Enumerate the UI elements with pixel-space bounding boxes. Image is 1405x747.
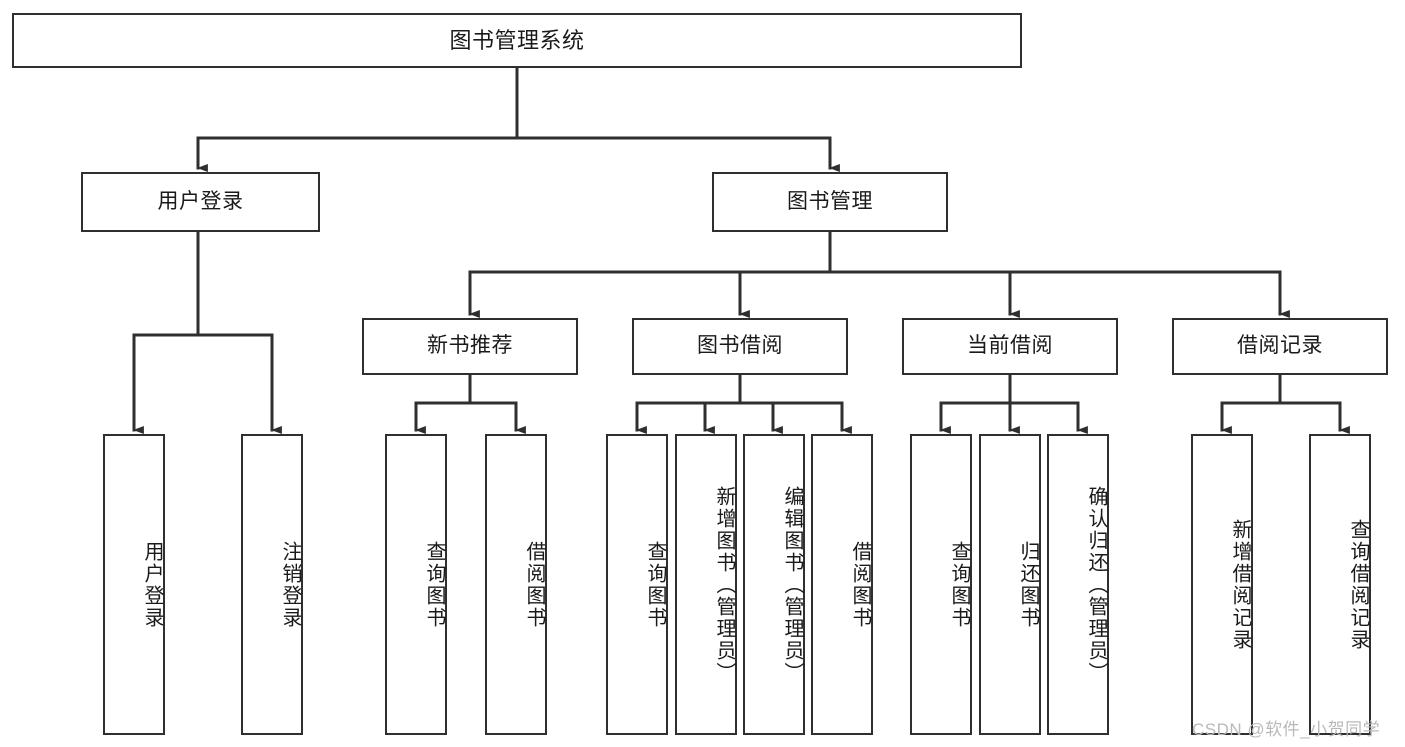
leaf-book-borrow-2[interactable]: 新增图书（管理员）	[675, 434, 737, 735]
leaf-current-borrow-3[interactable]: 确认归还（管理员）	[1047, 434, 1109, 735]
node-user-login-label: 用户登录	[157, 189, 244, 213]
node-new-book-recommend[interactable]: 新书推荐	[362, 318, 578, 375]
node-borrow-record[interactable]: 借阅记录	[1172, 318, 1388, 375]
leaf-borrow-record-1[interactable]: 新增借阅记录	[1191, 434, 1253, 735]
watermark: CSDN @软件_小贺同学	[1192, 720, 1381, 739]
node-user-login[interactable]: 用户登录	[81, 172, 320, 232]
node-current-borrow[interactable]: 当前借阅	[902, 318, 1118, 375]
node-borrow-record-label: 借阅记录	[1237, 334, 1323, 358]
node-root-label: 图书管理系统	[449, 27, 585, 53]
node-book-borrow-label: 图书借阅	[697, 334, 783, 358]
leaf-current-borrow-1[interactable]: 查询图书	[910, 434, 972, 735]
leaf-book-borrow-4[interactable]: 借阅图书	[811, 434, 873, 735]
leaf-book-borrow-2-label: 新增图书（管理员）	[713, 485, 735, 684]
leaf-book-borrow-3-label: 编辑图书（管理员）	[781, 485, 803, 684]
node-root[interactable]: 图书管理系统	[12, 13, 1022, 68]
leaf-borrow-record-2[interactable]: 查询借阅记录	[1309, 434, 1371, 735]
leaf-new-book-2-label: 借阅图书	[523, 540, 545, 629]
leaf-new-book-1[interactable]: 查询图书	[385, 434, 447, 735]
leaf-current-borrow-2-label: 归还图书	[1017, 540, 1039, 629]
leaf-current-borrow-2[interactable]: 归还图书	[979, 434, 1041, 735]
leaf-book-borrow-4-label: 借阅图书	[849, 540, 871, 629]
leaf-borrow-record-2-label: 查询借阅记录	[1347, 518, 1369, 651]
leaf-current-borrow-1-label: 查询图书	[948, 540, 970, 629]
leaf-current-borrow-3-label: 确认归还（管理员）	[1085, 485, 1107, 684]
node-book-borrow[interactable]: 图书借阅	[632, 318, 848, 375]
leaf-user-login-1[interactable]: 用户登录	[103, 434, 165, 735]
node-book-manage-label: 图书管理	[787, 189, 873, 213]
leaf-new-book-2[interactable]: 借阅图书	[485, 434, 547, 735]
node-new-book-recommend-label: 新书推荐	[427, 334, 513, 358]
leaf-user-login-2-label: 注销登录	[279, 540, 301, 629]
leaf-book-borrow-3[interactable]: 编辑图书（管理员）	[743, 434, 805, 735]
node-book-manage[interactable]: 图书管理	[712, 172, 948, 232]
node-current-borrow-label: 当前借阅	[967, 334, 1053, 358]
leaf-book-borrow-1-label: 查询图书	[644, 540, 666, 629]
leaf-user-login-1-label: 用户登录	[141, 540, 163, 629]
leaf-user-login-2[interactable]: 注销登录	[241, 434, 303, 735]
leaf-book-borrow-1[interactable]: 查询图书	[606, 434, 668, 735]
leaf-borrow-record-1-label: 新增借阅记录	[1229, 518, 1251, 651]
leaf-new-book-1-label: 查询图书	[423, 540, 445, 629]
